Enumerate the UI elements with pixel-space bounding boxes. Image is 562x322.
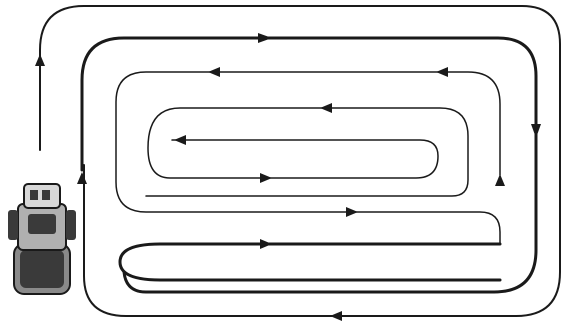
arrow-right-third-bottom <box>346 207 358 217</box>
arrow-right-inner-lower <box>260 173 272 183</box>
arrow-right-bottom-hairpin <box>260 239 272 249</box>
path-loop-outer <box>39 5 561 317</box>
path-loop-second <box>80 36 538 294</box>
arrow-left-third-right <box>436 67 448 77</box>
arrow-up-left-second <box>77 172 87 184</box>
arrow-left-bottom <box>330 311 342 321</box>
arrow-left-third-left <box>208 67 220 77</box>
arrow-down-right <box>531 124 541 138</box>
path-loop-inner <box>145 107 469 197</box>
arrow-right-top <box>258 33 272 43</box>
lawn-mower-icon <box>8 183 76 295</box>
path-loop-bottom <box>118 242 502 282</box>
arrow-up-right-inner <box>495 174 505 186</box>
arrow-left-inner-center <box>174 135 186 145</box>
path-loop-third <box>115 71 501 245</box>
arrow-left-inner-right <box>320 103 332 113</box>
arrow-up-left-outer <box>35 54 45 66</box>
